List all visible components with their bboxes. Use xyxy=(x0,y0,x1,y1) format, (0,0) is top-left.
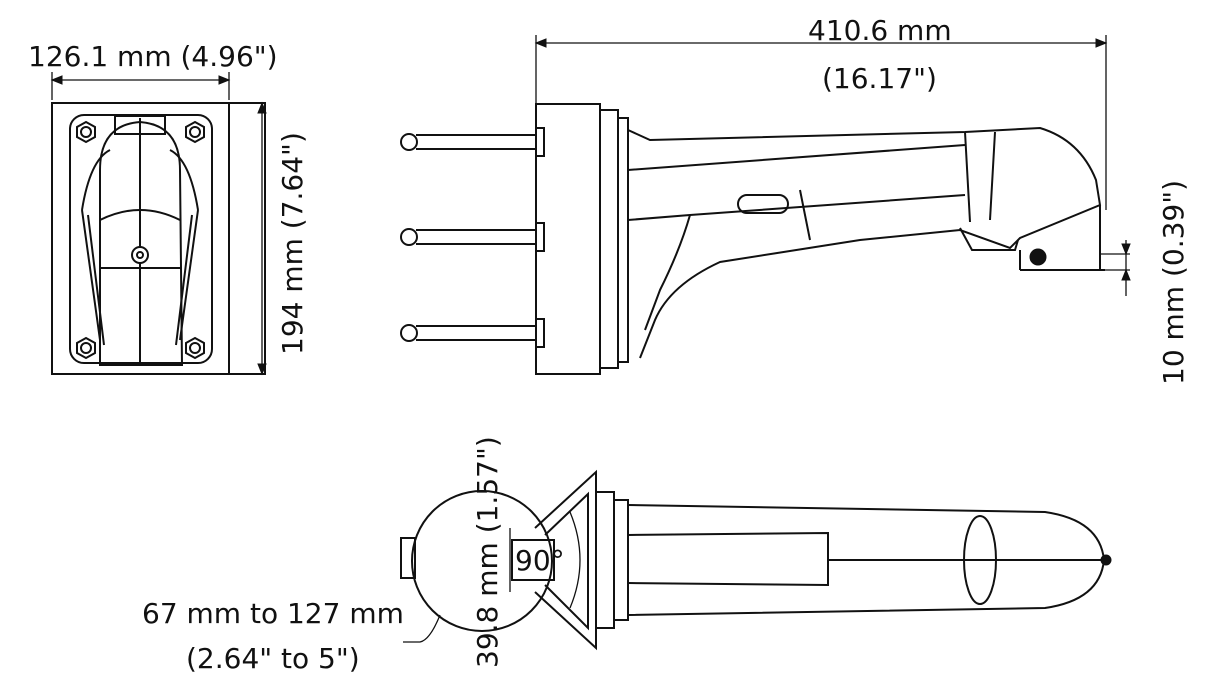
side-view: 410.6 mm (16.17") xyxy=(400,14,1190,385)
bolt-bottom-left xyxy=(76,336,96,360)
wall-plate xyxy=(535,103,601,375)
pole-bolt-top xyxy=(400,127,545,157)
front-width-label: 126.1 mm (4.96") xyxy=(28,40,278,73)
top-view: 90° 39.8 mm (1.57") 67 mm to 127 mm (2.6… xyxy=(142,436,1112,675)
pole-range-in-label: (2.64" to 5") xyxy=(186,642,360,675)
top-circle-label: 39.8 mm (1.57") xyxy=(471,436,504,668)
bolt-top-left xyxy=(76,120,96,144)
bolt-top-right xyxy=(185,120,205,144)
front-height-label: 194 mm (7.64") xyxy=(276,132,309,355)
side-length-in-label: (16.17") xyxy=(822,62,937,95)
top-angle-label: 90° xyxy=(515,544,565,577)
bracket-arm xyxy=(627,126,1102,359)
side-offset-label: 10 mm (0.39") xyxy=(1157,180,1190,385)
pole-circle xyxy=(411,490,553,632)
arm-latch xyxy=(737,194,789,214)
pole-bolt-middle xyxy=(400,222,545,252)
bolt-bottom-right xyxy=(185,336,205,360)
pole-bolt-bottom xyxy=(400,318,545,348)
camera-mount-screw xyxy=(1029,248,1047,266)
pole-range-mm-label: 67 mm to 127 mm xyxy=(142,597,404,630)
side-length-mm-label: 410.6 mm xyxy=(808,14,952,47)
front-view: 126.1 mm (4.96") 194 mm (7.64") xyxy=(28,40,309,376)
